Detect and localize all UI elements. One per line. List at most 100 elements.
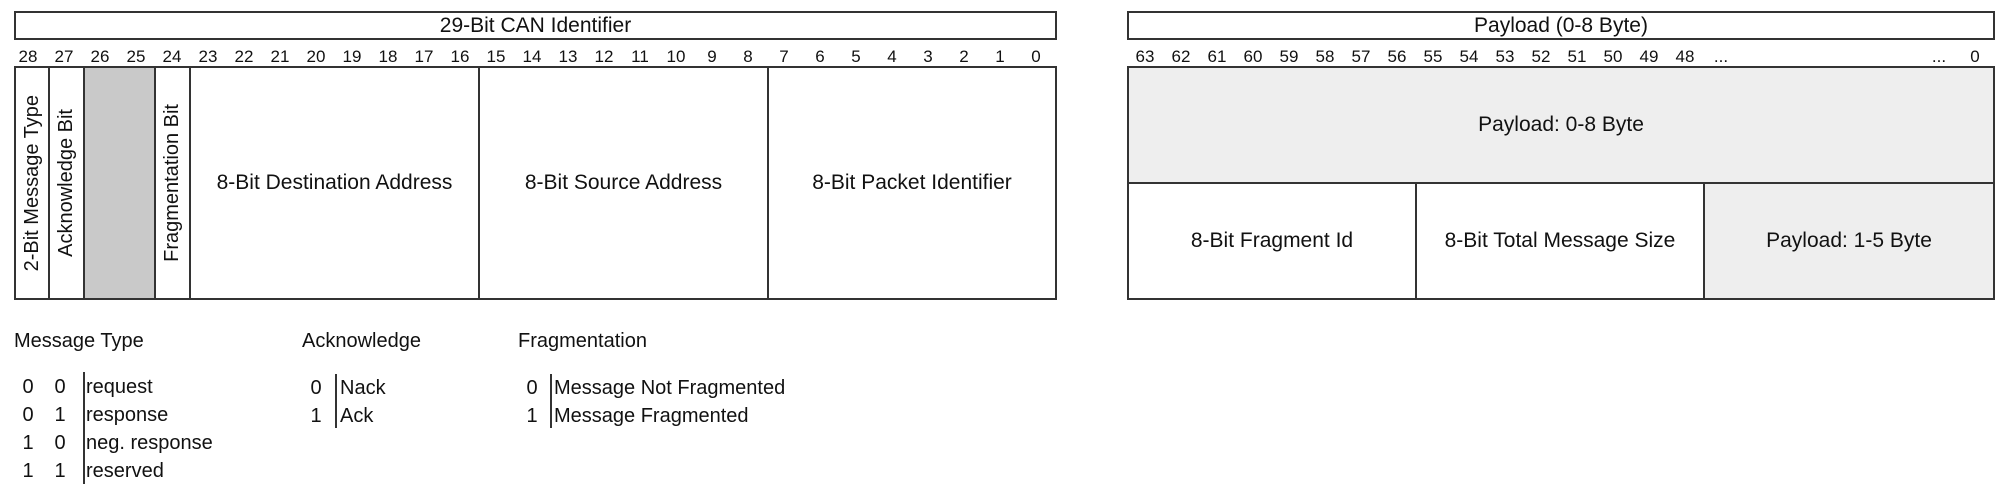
payload-full-field: Payload: 0-8 Byte bbox=[1129, 68, 1993, 182]
fragmentation-field: Fragmentation Bit bbox=[156, 68, 189, 298]
legend-label: reserved bbox=[86, 459, 164, 482]
payload-bit-number: 52 bbox=[1531, 47, 1551, 66]
identifier-frame bbox=[14, 66, 1057, 300]
identifier-bit-number: 7 bbox=[779, 47, 789, 66]
acknowledge-field-label: Acknowledge Bit bbox=[55, 109, 77, 257]
packet-identifier-field: 8-Bit Packet Identifier bbox=[769, 68, 1055, 298]
legend-row: 1 Message Fragmented bbox=[518, 402, 749, 430]
identifier-bit-number: 22 bbox=[234, 47, 254, 66]
packet-identifier-label: 8-Bit Packet Identifier bbox=[812, 171, 1012, 194]
acknowledge-legend-title: Acknowledge bbox=[302, 330, 421, 352]
identifier-bit-number: 23 bbox=[198, 47, 218, 66]
legend-code: 0 bbox=[22, 375, 34, 398]
legend-code: 1 bbox=[526, 404, 538, 427]
payload-title: Payload (0-8 Byte) bbox=[1127, 11, 1995, 40]
fragmentation-field-label: Fragmentation Bit bbox=[161, 104, 183, 262]
payload-bit-number: 0 bbox=[1970, 47, 1980, 66]
payload-title-text: Payload (0-8 Byte) bbox=[1474, 13, 1648, 37]
identifier-bit-number: 18 bbox=[378, 47, 398, 66]
identifier-bit-number: 19 bbox=[342, 47, 362, 66]
legend-label: Message Not Fragmented bbox=[554, 376, 786, 399]
identifier-bit-number: 28 bbox=[18, 47, 38, 66]
divider bbox=[83, 66, 85, 300]
identifier-bit-number: 17 bbox=[414, 47, 434, 66]
payload-bit-number: 58 bbox=[1315, 47, 1335, 66]
divider bbox=[767, 66, 769, 300]
payload-bit-number: 62 bbox=[1171, 47, 1191, 66]
identifier-bit-number: 8 bbox=[743, 47, 753, 66]
legend-row: 1 1 reserved bbox=[14, 457, 164, 485]
fragment-id-field: 8-Bit Fragment Id bbox=[1129, 184, 1415, 298]
legend-row: 0 0 request bbox=[14, 373, 153, 401]
payload-partial-label: Payload: 1-5 Byte bbox=[1766, 229, 1932, 252]
payload-partial-field: Payload: 1-5 Byte bbox=[1705, 184, 1993, 298]
payload-bit-number: 48 bbox=[1675, 47, 1695, 66]
payload-bit-number: ... bbox=[1713, 47, 1729, 66]
source-address-field: 8-Bit Source Address bbox=[480, 68, 767, 298]
legend-label: Nack bbox=[340, 376, 386, 399]
legend-label: Message Fragmented bbox=[554, 404, 749, 427]
divider bbox=[1127, 182, 1995, 184]
destination-address-field: 8-Bit Destination Address bbox=[191, 68, 478, 298]
identifier-bit-number: 1 bbox=[995, 47, 1005, 66]
source-address-label: 8-Bit Source Address bbox=[524, 171, 723, 194]
fragment-id-label: 8-Bit Fragment Id bbox=[1190, 229, 1354, 252]
identifier-bit-number: 0 bbox=[1031, 47, 1041, 66]
payload-bit-number: 61 bbox=[1207, 47, 1227, 66]
legend-label: Ack bbox=[340, 404, 374, 427]
payload-bit-number: 56 bbox=[1387, 47, 1407, 66]
total-message-size-label: 8-Bit Total Message Size bbox=[1444, 229, 1676, 252]
legend-code: 1 bbox=[310, 404, 322, 427]
legend-code: 0 bbox=[54, 375, 66, 398]
divider bbox=[154, 66, 156, 300]
divider bbox=[1703, 182, 1705, 300]
legend-label: request bbox=[86, 375, 153, 398]
legend-code: 0 bbox=[526, 376, 538, 399]
legend-divider bbox=[83, 372, 85, 484]
identifier-bit-number: 15 bbox=[486, 47, 506, 66]
divider bbox=[478, 66, 480, 300]
payload-bit-number: 60 bbox=[1243, 47, 1263, 66]
can-identifier-title-text: 29-Bit CAN Identifier bbox=[439, 13, 632, 37]
total-message-size-field: 8-Bit Total Message Size bbox=[1417, 184, 1703, 298]
legend-code: 1 bbox=[54, 403, 66, 426]
message-type-field-label: 2-Bit Message Type bbox=[20, 94, 43, 272]
legend-divider bbox=[335, 374, 337, 428]
divider bbox=[48, 66, 50, 300]
payload-bit-number: 53 bbox=[1495, 47, 1515, 66]
fragmentation-legend-title: Fragmentation bbox=[518, 330, 647, 352]
identifier-bit-number: 24 bbox=[162, 47, 182, 66]
can-identifier-title: 29-Bit CAN Identifier bbox=[14, 11, 1057, 40]
acknowledge-field: Acknowledge Bit bbox=[50, 68, 83, 298]
divider bbox=[189, 66, 191, 300]
legend-label: neg. response bbox=[86, 431, 213, 454]
payload-bit-number: ... bbox=[1931, 47, 1947, 66]
identifier-bit-number: 13 bbox=[558, 47, 578, 66]
payload-bit-number: 63 bbox=[1135, 47, 1155, 66]
payload-bit-number: 57 bbox=[1351, 47, 1371, 66]
payload-full-label: Payload: 0-8 Byte bbox=[1478, 113, 1644, 136]
identifier-bit-number: 5 bbox=[851, 47, 861, 66]
identifier-bit-number: 20 bbox=[306, 47, 326, 66]
identifier-bit-number: 10 bbox=[666, 47, 686, 66]
payload-bit-number: 51 bbox=[1567, 47, 1587, 66]
identifier-bit-number: 21 bbox=[270, 47, 290, 66]
identifier-bit-number: 11 bbox=[631, 47, 649, 66]
identifier-bit-number: 6 bbox=[815, 47, 825, 66]
identifier-bit-number: 3 bbox=[923, 47, 933, 66]
legend-code: 0 bbox=[310, 376, 322, 399]
legend-row: 0 Message Not Fragmented bbox=[518, 374, 785, 402]
legend-code: 1 bbox=[54, 459, 66, 482]
payload-bit-number: 59 bbox=[1279, 47, 1299, 66]
identifier-bit-number: 2 bbox=[959, 47, 969, 66]
legend-row: 0 1 response bbox=[14, 401, 168, 429]
legend-code: 1 bbox=[22, 431, 34, 454]
payload-bit-number: 50 bbox=[1603, 47, 1623, 66]
divider bbox=[1415, 182, 1417, 300]
message-type-legend-title: Message Type bbox=[14, 330, 144, 352]
identifier-bit-number: 16 bbox=[450, 47, 470, 66]
identifier-bit-number: 26 bbox=[90, 47, 110, 66]
legend-row: 1 Ack bbox=[302, 402, 373, 430]
legend-row: 0 Nack bbox=[302, 374, 386, 402]
identifier-bit-number: 27 bbox=[54, 47, 74, 66]
